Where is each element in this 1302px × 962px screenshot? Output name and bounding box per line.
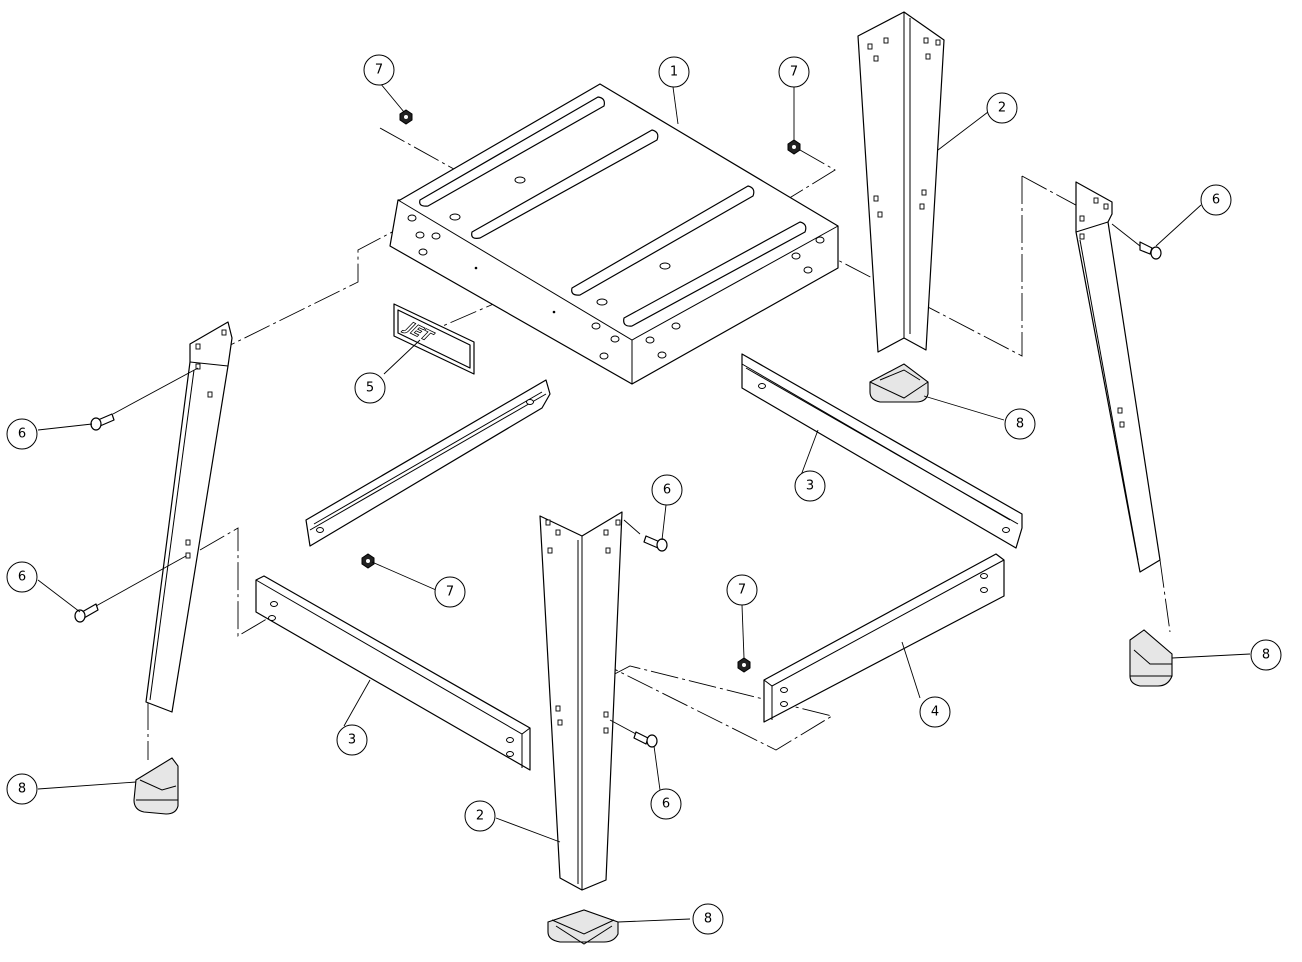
nut-topright [787,139,801,155]
foot-bottom [547,909,619,945]
nut-center [361,553,375,569]
svg-text:8: 8 [704,912,712,927]
callout-3-left: 3 [336,724,368,756]
svg-text:3: 3 [806,479,814,494]
svg-text:6: 6 [18,570,26,585]
foot-far-right [1129,629,1173,687]
rail-right [741,353,1023,549]
callout-6-left-top: 6 [6,418,38,450]
callout-8-bottom: 8 [692,903,724,935]
callout-7-center: 7 [434,576,466,608]
callout-1: 1 [658,56,690,88]
callout-2-top: 2 [986,92,1018,124]
svg-text:7: 7 [446,585,454,600]
foot-top-right [869,363,929,403]
table-slots [419,96,807,327]
callout-8-right-top: 8 [1004,408,1036,440]
bolt-left-top [90,413,115,431]
svg-text:4: 4 [931,705,939,720]
table-top [389,83,839,385]
callouts: 1 2 2 3 3 4 5 6 6 6 6 6 [6,54,1282,935]
nut-right [737,657,751,673]
nut-topleft [399,109,413,125]
svg-text:6: 6 [18,427,26,442]
leg-left [145,321,233,713]
callout-6-center-bottom: 6 [650,788,682,820]
bolt-right [1139,241,1162,260]
bolt-center-top [643,535,668,552]
rail-middle-left [305,379,551,547]
leader-lines [37,82,1251,923]
svg-text:5: 5 [366,381,374,396]
callout-3-right: 3 [794,470,826,502]
callout-7-topleft: 7 [363,54,395,86]
svg-text:6: 6 [662,797,670,812]
leg-bottom-center [539,511,623,891]
bolt-center-bottom [633,731,658,748]
logo-plate: JET [393,303,475,375]
table-holes [407,176,825,360]
bolts [74,241,1162,748]
leg-far-right [1075,181,1161,573]
callout-6-left-bottom: 6 [6,561,38,593]
callout-8-right: 8 [1250,639,1282,671]
svg-text:2: 2 [998,101,1006,116]
callout-8-left: 8 [6,773,38,805]
callout-5: 5 [354,372,386,404]
svg-text:7: 7 [375,63,383,78]
svg-text:8: 8 [18,782,26,797]
svg-text:3: 3 [348,733,356,748]
svg-text:8: 8 [1016,417,1024,432]
bolt-left-bottom [74,603,99,623]
svg-text:6: 6 [1212,193,1220,208]
rail-lower-right [763,553,1005,723]
rail-lower-left [255,575,531,771]
svg-text:6: 6 [663,483,671,498]
foot-left [133,757,179,815]
svg-text:8: 8 [1262,648,1270,663]
callout-7-topright: 7 [778,56,810,88]
svg-text:1: 1 [670,65,678,80]
callout-2-bottom: 2 [464,800,496,832]
svg-text:2: 2 [476,809,484,824]
svg-text:7: 7 [738,583,746,598]
callout-4: 4 [919,696,951,728]
callout-6-right: 6 [1200,184,1232,216]
callout-7-right: 7 [726,574,758,606]
svg-text:7: 7 [790,65,798,80]
callout-6-center-top: 6 [651,474,683,506]
leg-top-right [857,11,945,353]
